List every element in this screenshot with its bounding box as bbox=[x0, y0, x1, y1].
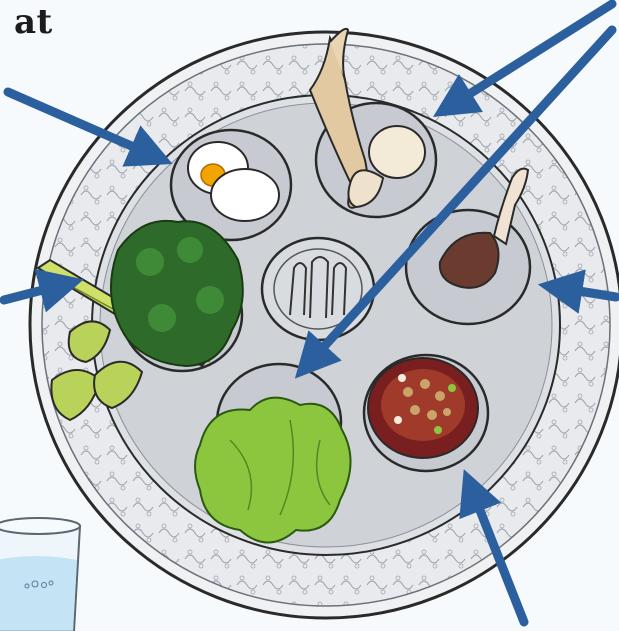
center-emblem bbox=[262, 238, 374, 340]
charoset bbox=[368, 358, 478, 458]
lettuce bbox=[195, 398, 351, 543]
salt-water-bowl bbox=[0, 518, 80, 631]
